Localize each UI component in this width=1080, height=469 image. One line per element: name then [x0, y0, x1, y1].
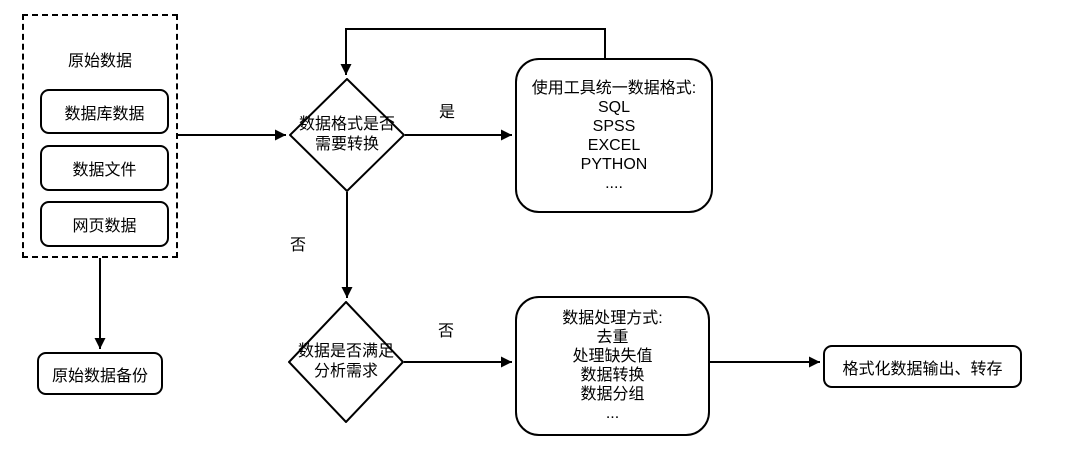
process-box-item-transform: 数据转换 [580, 367, 645, 384]
process-box-item-group: 数据分组 [580, 386, 645, 403]
tools-box-item-spss: SPSS [592, 117, 636, 135]
decision-format-shape [289, 78, 405, 192]
decision-satisfy-text: 数据是否满足 分析需求 [278, 301, 414, 423]
source-group-title: 原始数据 [67, 53, 132, 70]
tools-box-item-sql: SQL [597, 98, 630, 116]
tools-box-item-python: PYTHON [580, 155, 648, 173]
decision-format-diamond: 数据格式是否 需要转换 [289, 78, 405, 192]
tools-box-item-ellipsis: .... [605, 174, 623, 192]
edge-label-yes: 是 [439, 104, 456, 121]
source-item-webdata: 网页数据 [40, 201, 169, 247]
edge-label-no-satisfy: 否 [438, 323, 455, 340]
decision-satisfy-line1: 数据是否满足 [297, 343, 394, 360]
process-box-item-missing: 处理缺失值 [572, 348, 653, 365]
decision-satisfy-line2: 分析需求 [313, 363, 378, 380]
process-box-item-dedupe: 去重 [596, 329, 629, 346]
process-box-item-ellipsis: ... [605, 405, 620, 422]
decision-satisfy-diamond: 数据是否满足 分析需求 [288, 301, 404, 423]
tools-box-title: 使用工具统一数据格式: [531, 79, 697, 97]
tools-box-item-excel: EXCEL [587, 136, 641, 154]
process-box: 数据处理方式: 去重 处理缺失值 数据转换 数据分组 ... [515, 296, 710, 436]
source-group-box: 原始数据 数据库数据 数据文件 网页数据 [22, 14, 178, 258]
backup-box: 原始数据备份 [37, 352, 163, 395]
process-box-title: 数据处理方式: [562, 310, 663, 327]
tools-box: 使用工具统一数据格式: SQL SPSS EXCEL PYTHON .... [515, 58, 713, 213]
decision-format-line2: 需要转换 [314, 136, 379, 153]
decision-satisfy-shape [288, 301, 404, 423]
connector-tools-loopback-to-format-decision [340, 28, 606, 75]
source-item-datafile: 数据文件 [40, 145, 169, 191]
source-item-database: 数据库数据 [40, 89, 169, 134]
edge-label-no-format: 否 [290, 237, 307, 254]
decision-format-line1: 数据格式是否 [298, 116, 395, 133]
output-box: 格式化数据输出、转存 [823, 345, 1022, 388]
decision-format-text: 数据格式是否 需要转换 [279, 78, 415, 192]
